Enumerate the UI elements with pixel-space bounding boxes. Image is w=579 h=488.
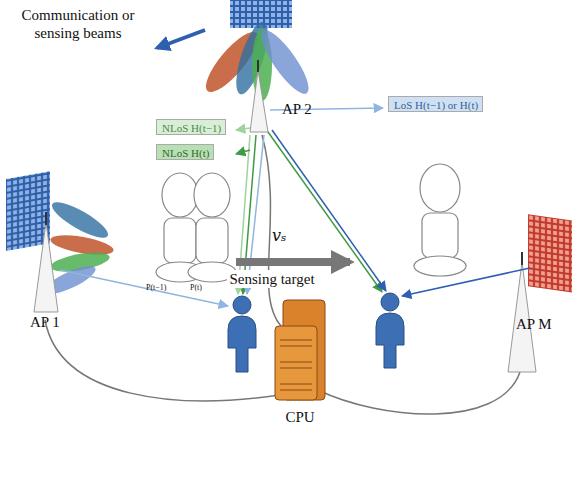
cpu-label: CPU bbox=[285, 408, 314, 426]
pointer-arrow bbox=[157, 30, 205, 48]
los-path bbox=[272, 130, 386, 291]
channel-label: NLoS H(t−1) bbox=[162, 122, 220, 134]
channel-label: LoS H(t−1) or H(t) bbox=[394, 99, 477, 111]
cpu-server bbox=[275, 300, 325, 400]
ap-label: AP 2 bbox=[282, 100, 312, 118]
ap-label: AP M bbox=[516, 315, 552, 333]
channel-box: LoS H(t−1) or H(t) bbox=[388, 96, 483, 112]
position-label: P(t) bbox=[190, 283, 202, 293]
ap-2-icon bbox=[198, 0, 315, 132]
leader-arrow bbox=[236, 150, 250, 154]
sensing-target bbox=[156, 164, 466, 282]
ap-1-icon bbox=[6, 171, 115, 312]
leader-arrow bbox=[236, 128, 250, 130]
channel-box: NLoS H(t) bbox=[156, 144, 214, 160]
cable bbox=[45, 135, 520, 414]
position-label: P(t−1) bbox=[146, 283, 167, 293]
nlos-path bbox=[268, 132, 382, 292]
ap-m-icon bbox=[508, 214, 572, 372]
channel-box: NLoS H(t−1) bbox=[156, 119, 226, 135]
target-label: Sensing target bbox=[227, 270, 316, 288]
ap-label: AP 1 bbox=[30, 313, 60, 331]
velocity-symbol: vₛ bbox=[272, 226, 286, 245]
velocity-arrow bbox=[236, 258, 350, 266]
beam-caption: Communication or sensing beams bbox=[3, 6, 153, 42]
channel-label: NLoS H(t) bbox=[162, 147, 208, 159]
